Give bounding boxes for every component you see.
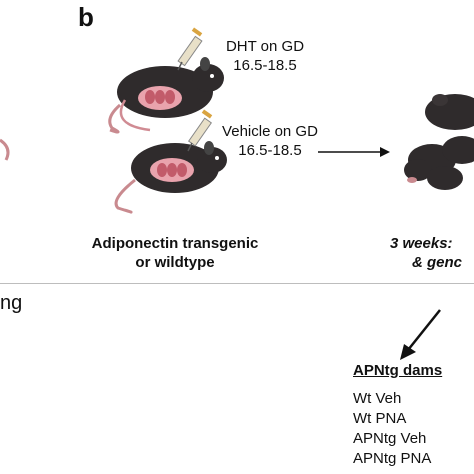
tail-fragment-icon bbox=[0, 138, 10, 161]
dht-treatment-label: DHT on GD 16.5-18.5 bbox=[214, 37, 316, 75]
left-panel-fragment: ng bbox=[0, 292, 23, 314]
offspring-label-line1: 3 weeks: bbox=[390, 235, 453, 252]
group-item: APNtg PNA bbox=[353, 450, 432, 467]
vehicle-treatment-line2: 16.5-18.5 bbox=[238, 142, 302, 159]
dams-label-line1: Adiponectin transgenic bbox=[91, 235, 259, 252]
group-title: APNtg dams bbox=[353, 362, 443, 379]
section-divider bbox=[0, 283, 474, 284]
offspring-label-line2: & genc bbox=[412, 254, 463, 271]
dht-treatment-line1: DHT on GD bbox=[225, 38, 305, 55]
syringe-vehicle-icon bbox=[187, 109, 213, 152]
arrow-down-left-icon bbox=[400, 309, 441, 360]
panel-letter: b bbox=[78, 2, 94, 32]
dht-treatment-line2: 16.5-18.5 bbox=[233, 57, 297, 74]
group-item: APNtg Veh bbox=[353, 430, 427, 447]
vehicle-treatment-line1: Vehicle on GD bbox=[222, 123, 318, 140]
pregnant-mouse-dht-icon bbox=[108, 57, 224, 134]
vehicle-treatment-label: Vehicle on GD 16.5-18.5 bbox=[214, 122, 326, 160]
offspring-mice-icon bbox=[404, 94, 474, 190]
group-item: Wt PNA bbox=[353, 410, 407, 427]
dams-label-line2: or wildtype bbox=[135, 254, 215, 271]
dams-label: Adiponectin transgenic or wildtype bbox=[70, 234, 280, 272]
pregnant-mouse-vehicle-icon bbox=[114, 141, 227, 214]
offspring-label: 3 weeks: & genc bbox=[390, 234, 474, 272]
group-item: Wt Veh bbox=[353, 390, 402, 407]
syringe-dht-icon bbox=[177, 27, 203, 71]
arrow-right-icon bbox=[318, 147, 390, 157]
